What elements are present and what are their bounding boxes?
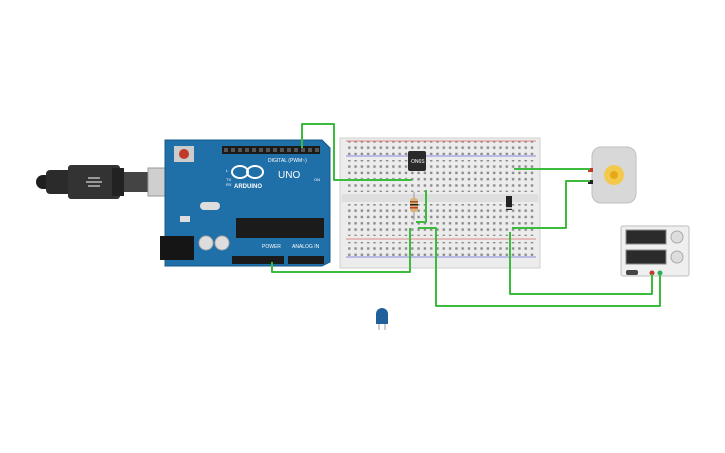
wire-resistor-link <box>416 190 427 223</box>
transistor-label: ON6S <box>411 159 425 165</box>
wire-supply-negative <box>418 227 661 307</box>
arduino-uno-icon[interactable]: DIGITAL (PWM~) ARDUINO UNO ON L TX RX PO… <box>160 139 331 267</box>
l-label: L <box>226 168 229 173</box>
tx-label: TX <box>226 177 231 182</box>
wires[interactable] <box>271 123 661 307</box>
wire-supply-positive <box>509 232 653 295</box>
wire-pin-to-breadboard <box>301 123 412 181</box>
resistor-icon[interactable] <box>410 192 418 220</box>
usb-cable-icon[interactable] <box>36 165 187 199</box>
arduino-logo-icon <box>231 165 264 179</box>
digital-header-label: DIGITAL (PWM~) <box>268 158 307 164</box>
wire-motor-negative <box>512 180 590 229</box>
on-label: ON <box>314 177 320 182</box>
led-icon[interactable] <box>376 308 388 330</box>
dc-motor-icon[interactable] <box>588 146 637 204</box>
rx-label: RX <box>226 182 232 187</box>
breadboard-icon[interactable] <box>339 137 541 269</box>
analog-header-label: ANALOG IN <box>292 244 320 250</box>
wire-ground-to-board <box>271 228 411 273</box>
model-label: UNO <box>278 170 300 181</box>
transistor-icon[interactable]: ON6S <box>408 151 426 171</box>
brand-label: ARDUINO <box>234 184 262 190</box>
power-header-label: POWER <box>262 244 281 250</box>
power-supply-icon[interactable] <box>620 225 690 277</box>
diode-icon[interactable] <box>506 196 512 210</box>
